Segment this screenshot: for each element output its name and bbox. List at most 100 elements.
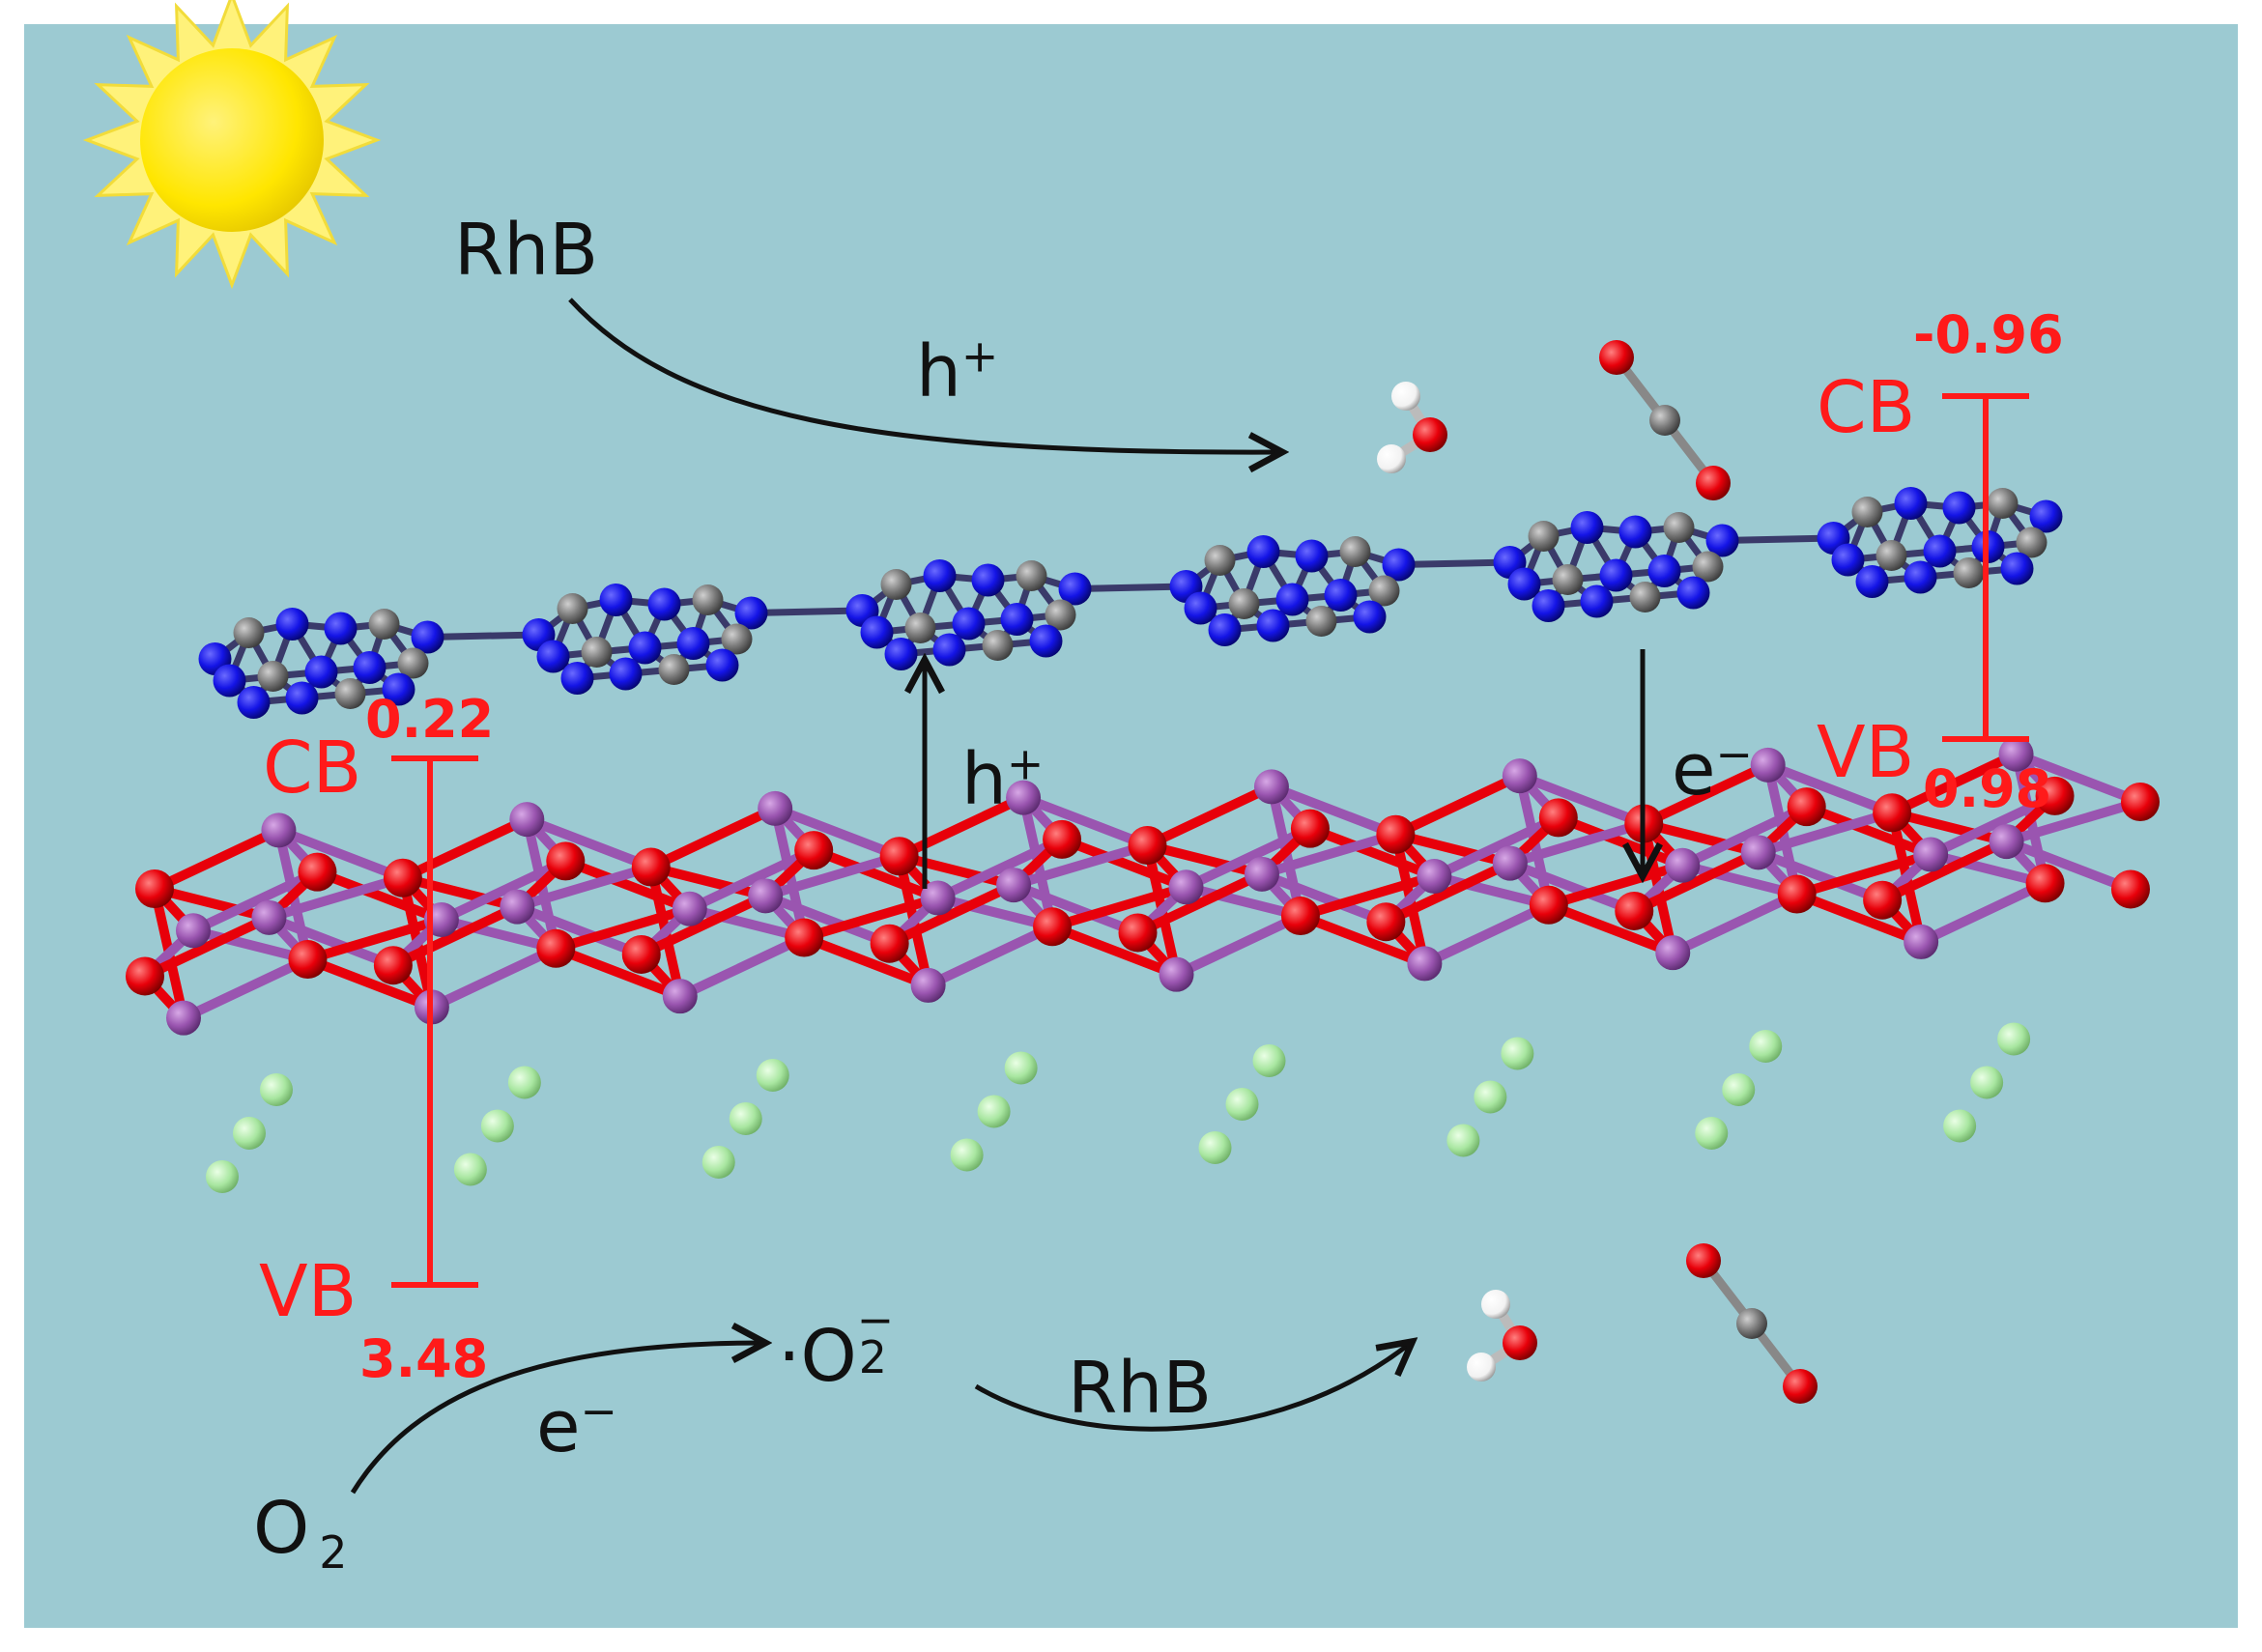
oxygen-atom xyxy=(1599,340,1634,375)
oxygen-atom xyxy=(2121,783,2160,821)
bismuth-atom xyxy=(1998,736,2034,772)
chlorine-atom xyxy=(1970,1066,2004,1099)
bioc-bond xyxy=(684,845,819,914)
hole-label-middle: h+ xyxy=(961,737,1045,821)
bioc-bond xyxy=(1381,858,1515,927)
carbon-atom xyxy=(557,593,588,624)
oxygen-atom xyxy=(621,934,661,974)
oxygen-atom xyxy=(1280,897,1320,936)
nitrogen-atom xyxy=(734,596,768,630)
nitrogen-atom xyxy=(923,559,957,592)
bismuth-atom xyxy=(910,967,946,1003)
left-vb-value: 3.48 xyxy=(359,1328,489,1389)
bioc-bond xyxy=(188,926,313,965)
bioc-bond xyxy=(1018,792,1153,850)
chlorine-atom xyxy=(729,1101,762,1135)
bioc-bond xyxy=(1266,782,1401,840)
nitrogen-atom xyxy=(382,672,415,706)
bioc-bond xyxy=(684,903,810,943)
bioc-bond xyxy=(645,803,781,872)
oxygen-atom xyxy=(1503,1325,1537,1360)
bismuth-atom xyxy=(1750,747,1786,783)
carbon-atom xyxy=(1663,512,1695,543)
bioc-bond xyxy=(1677,860,1802,899)
oxygen-atom xyxy=(794,831,834,870)
carbon-atom xyxy=(658,654,690,685)
bioc-bond xyxy=(1504,858,1640,916)
nitrogen-atom xyxy=(2029,499,2063,533)
carbon-dioxide-molecule-icon xyxy=(1686,1243,1818,1404)
oxygen-atom xyxy=(1033,907,1073,947)
bioc-bond xyxy=(1668,889,1802,958)
carbon-atom xyxy=(1851,497,1883,527)
bioc-bond xyxy=(397,872,523,912)
bioc-bond xyxy=(273,825,408,883)
bismuth-atom xyxy=(261,812,297,848)
bioc-bond xyxy=(2011,749,2145,807)
nitrogen-atom xyxy=(676,627,710,660)
chlorine-atoms xyxy=(206,1022,2031,1193)
oxygen-atom xyxy=(135,869,174,908)
nitrogen-atom xyxy=(599,584,633,616)
bioc-bond xyxy=(436,914,561,954)
carbon-atom xyxy=(233,617,265,648)
hydrogen-atom xyxy=(1481,1290,1510,1319)
bioc-bond xyxy=(1295,911,1430,969)
bismuth-atom xyxy=(1655,935,1691,971)
bioc-bond xyxy=(923,922,1058,990)
bioc-bond xyxy=(264,872,408,923)
chlorine-atom xyxy=(1446,1124,1480,1157)
nitrogen-atom xyxy=(1208,613,1242,646)
bioc-bond xyxy=(2001,797,2145,847)
bioc-bond xyxy=(1887,808,2012,847)
bismuth-atom xyxy=(500,889,535,925)
bioc-bond xyxy=(397,814,532,883)
nitrogen-atom xyxy=(628,631,662,665)
chlorine-atom xyxy=(260,1072,293,1106)
bismuth-atom xyxy=(748,878,784,914)
oxygen-atom xyxy=(1615,891,1654,930)
nitrogen-atom xyxy=(1942,491,1976,525)
cn-bridge-bond xyxy=(1072,583,1189,592)
carbon-atom xyxy=(1045,599,1076,631)
oxygen-atom xyxy=(536,928,576,968)
carbon-atom xyxy=(721,623,753,655)
oxygen-reduction-arrow xyxy=(350,1343,763,1495)
carbon-atom xyxy=(1953,557,1985,588)
nitrogen-atom xyxy=(1507,567,1541,601)
bioc-bond xyxy=(674,932,810,1002)
bioc-bond xyxy=(1753,808,1898,858)
chlorine-atom xyxy=(1004,1051,1038,1085)
bioc-bond xyxy=(1057,834,1191,893)
oxygen-atom xyxy=(1529,885,1568,925)
bioc-bond xyxy=(1009,840,1153,891)
bioc-bond xyxy=(1419,899,1554,969)
carbon-dioxide-molecule-icon xyxy=(1599,340,1731,500)
bismuth-oxychloride-layer xyxy=(126,736,2160,1193)
bioc-bond xyxy=(1429,870,1554,910)
superoxide-degradation-arrow xyxy=(974,1343,1411,1432)
bioc-bond xyxy=(150,825,284,894)
bioc-bond xyxy=(1543,899,1678,958)
nitrogen-atom xyxy=(536,640,570,673)
sun-disc xyxy=(140,48,324,232)
bioc-bond xyxy=(302,914,446,965)
carbon-atom xyxy=(581,637,613,668)
chlorine-atom xyxy=(507,1066,541,1099)
bismuth-atom xyxy=(251,899,287,935)
nitrogen-atom xyxy=(1184,591,1217,625)
bioc-bond xyxy=(1639,759,1773,829)
bioc-bond xyxy=(302,954,437,1012)
nitrogen-atom xyxy=(1246,535,1280,568)
nitrogen-atom xyxy=(275,608,309,641)
carbon-atom xyxy=(1649,405,1680,436)
bioc-bond xyxy=(799,893,943,943)
chlorine-atom xyxy=(1695,1116,1729,1150)
cn-bridge-bond xyxy=(748,607,866,616)
rhb-bottom-label: RhB xyxy=(1068,1347,1213,1430)
oxygen-atom xyxy=(1413,417,1447,452)
water-molecule-icon xyxy=(1377,382,1447,473)
oxygen-atom xyxy=(631,847,671,887)
